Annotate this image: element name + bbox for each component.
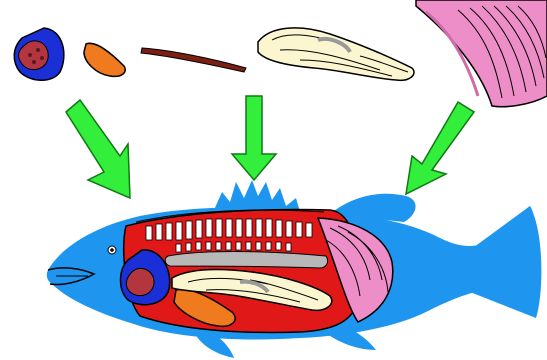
heart-icon — [14, 28, 64, 80]
tail-fin — [470, 206, 541, 318]
liver-icon — [84, 43, 125, 76]
arrow-left — [66, 100, 130, 198]
muscle-icon — [416, 0, 547, 107]
intestine-icon — [258, 28, 414, 80]
kidney-inside — [165, 252, 327, 269]
arrow-middle — [232, 96, 276, 180]
arrow-right — [406, 102, 474, 194]
dorsal-fin — [214, 180, 300, 212]
kidney-icon — [141, 48, 246, 72]
